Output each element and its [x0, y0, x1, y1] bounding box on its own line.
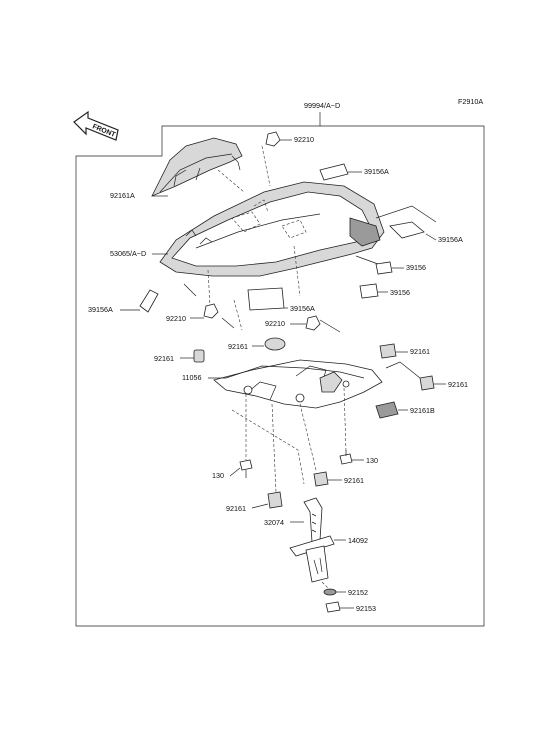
callout-92210-top: 92210 — [294, 135, 314, 144]
leader-cross — [231, 409, 305, 485]
callout-39156A-mid: 39156A — [290, 304, 315, 313]
leader-92210-top — [261, 145, 271, 187]
callout-92161A: 92161A — [110, 191, 135, 200]
callout-92210-mid: 92210 — [265, 319, 285, 328]
callout-39156A-right: 39156A — [438, 235, 463, 244]
leader-center — [293, 245, 301, 297]
callout-130-right: 130 — [366, 456, 378, 465]
callout-39156-b: 39156 — [390, 288, 410, 297]
leader-cowl — [217, 169, 245, 193]
callout-130-left: 130 — [212, 471, 224, 480]
callout-53065: 53065/A~D — [110, 249, 146, 258]
leader-left-mid — [233, 299, 243, 331]
part-130-bolt-right: 130 — [339, 450, 378, 465]
part-11056-bracket: 11056 — [182, 359, 383, 409]
leader-grommet-left — [271, 403, 277, 493]
part-92161-grommet-right: 92161 — [379, 343, 430, 359]
part-39156A-mid-pad: 39156A — [247, 287, 315, 313]
part-92161-grommet-top: 92161 — [228, 337, 286, 351]
callout-53065-group: 53065/A~D — [110, 249, 168, 258]
front-arrow-icon: FRONT — [73, 110, 119, 141]
callout-92210-left: 92210 — [166, 314, 186, 323]
seat-cowl-cover — [151, 137, 243, 197]
leader-grommet-center — [299, 403, 317, 471]
callout-92161-c: 92161 — [410, 347, 430, 356]
diagram-code: F2910A — [458, 97, 483, 106]
callout-32074: 32074 — [264, 518, 284, 527]
callout-39156A-left: 39156A — [88, 305, 113, 314]
callout-92153: 92153 — [356, 604, 376, 613]
diagram-frame — [75, 125, 485, 627]
callout-11056: 11056 — [182, 373, 201, 382]
part-92161B-pad: 92161B — [375, 401, 435, 419]
part-92161A-label: 92161A — [110, 191, 168, 200]
part-14092-cover: 14092 — [289, 535, 368, 583]
leader-92210-left — [207, 269, 211, 307]
part-92210-mid-clip: 92210 — [265, 315, 341, 333]
part-39156-pad-b: 39156 — [359, 283, 410, 299]
part-92152-washer: 92152 — [321, 581, 368, 597]
part-39156A-top-pad: 39156A — [319, 163, 389, 181]
callout-39156A-top: 39156A — [364, 167, 389, 176]
part-92210-left-clip: 92210 — [166, 283, 235, 329]
leader-bolt-right — [343, 387, 347, 453]
main-seat-cover — [159, 181, 385, 277]
part-92210-top-clip: 92210 — [265, 131, 314, 147]
callout-92161-f: 92161 — [226, 504, 246, 513]
part-92153-screw: 92153 — [325, 601, 376, 613]
callout-92161B: 92161B — [410, 406, 435, 415]
part-92161-grommet-center-low: 92161 — [313, 471, 364, 487]
part-39156A-right-pad: 39156A — [375, 205, 463, 244]
part-92161-grommet-left: 92161 — [154, 349, 205, 363]
part-32074-latch: 32074 — [264, 497, 323, 543]
callout-14092: 14092 — [348, 536, 368, 545]
callout-92152: 92152 — [348, 588, 368, 597]
part-92161-grommet-left-low: 92161 — [226, 491, 283, 513]
callout-39156-a: 39156 — [406, 263, 426, 272]
part-130-bolt-left: 130 — [212, 459, 253, 480]
callout-92161-d: 92161 — [448, 380, 468, 389]
part-92161-grommet-right-low: 92161 — [385, 361, 468, 391]
callout-92161-e: 92161 — [344, 476, 364, 485]
part-39156-pad-a: 39156 — [355, 255, 426, 275]
callout-92161-a: 92161 — [228, 342, 248, 351]
assembly-label: 99994/A~D — [304, 101, 340, 110]
callout-92161-b: 92161 — [154, 354, 174, 363]
part-39156A-left-pad: 39156A — [88, 289, 159, 314]
